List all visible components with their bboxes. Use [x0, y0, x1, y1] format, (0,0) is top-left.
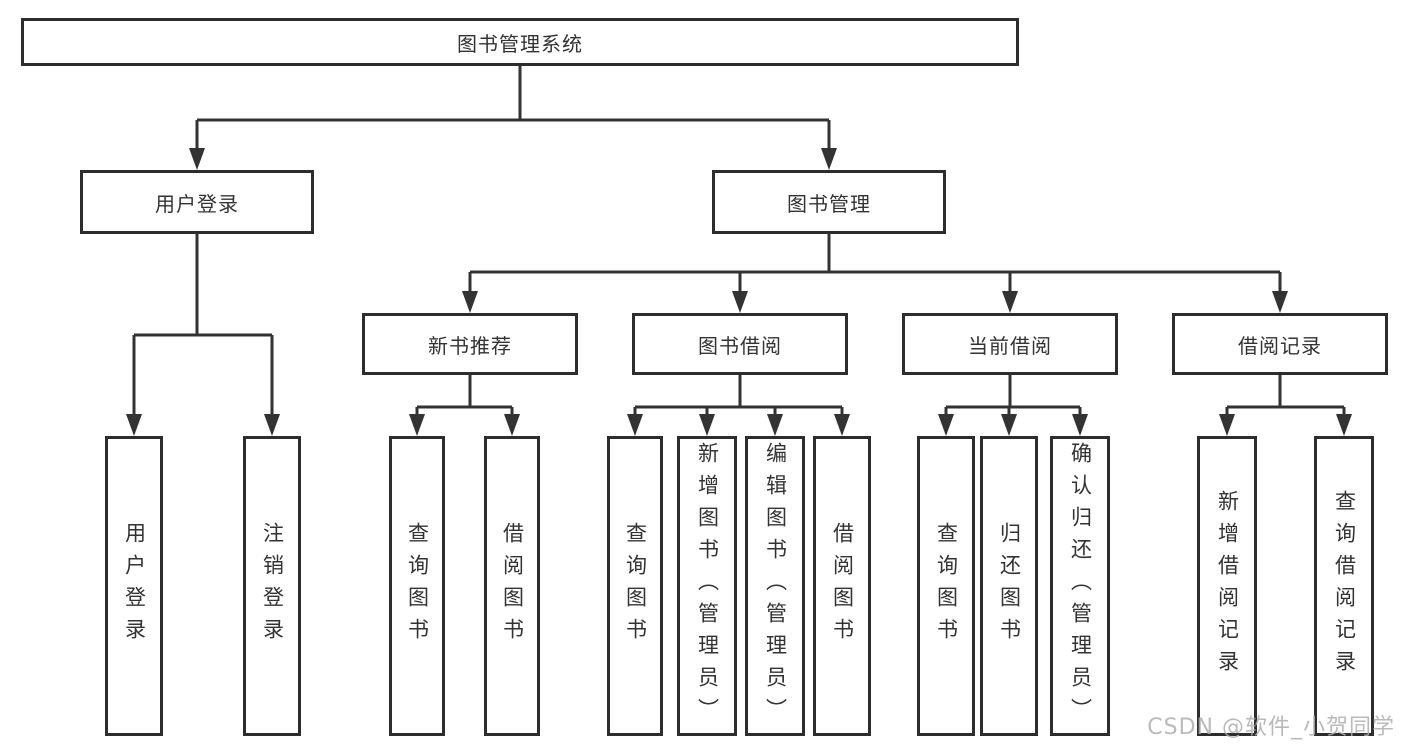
leaf-query-borrow-record: 查询借阅记录 — [1314, 436, 1374, 736]
node-user-login: 用户登录 — [80, 170, 314, 234]
node-current-borrowing: 当前借阅 — [902, 313, 1118, 375]
leaf-borrow-books: 借阅图书 — [813, 436, 871, 736]
leaf-label: 用户登录 — [122, 522, 147, 650]
arrow-icon — [627, 414, 643, 436]
node-book-management: 图书管理 — [712, 170, 946, 234]
arrow-icon — [1002, 291, 1018, 313]
arrow-icon — [834, 414, 850, 436]
leaf-label: 新增图书（管理员） — [695, 442, 720, 730]
arrow-icon — [732, 291, 748, 313]
arrow-icon — [1072, 414, 1088, 436]
leaf-label: 查询图书 — [405, 522, 430, 650]
leaf-return-book: 归还图书 — [980, 436, 1038, 736]
arrow-icon — [767, 414, 783, 436]
arrow-icon — [821, 148, 837, 170]
arrow-icon — [1336, 414, 1352, 436]
leaf-label: 注销登录 — [260, 522, 285, 650]
leaf-label: 查询图书 — [623, 522, 648, 650]
leaf-label: 借阅图书 — [500, 522, 525, 650]
leaf-label: 确认归还（管理员） — [1068, 442, 1093, 730]
leaf-edit-book-admin: 编辑图书（管理员） — [745, 436, 805, 736]
leaf-label: 编辑图书（管理员） — [763, 442, 788, 730]
arrow-icon — [462, 291, 478, 313]
arrow-icon — [264, 414, 280, 436]
leaf-query-books-recommend: 查询图书 — [389, 436, 445, 736]
leaf-user-login: 用户登录 — [105, 436, 163, 736]
arrow-icon — [1272, 291, 1288, 313]
leaf-label: 归还图书 — [997, 522, 1022, 650]
arrow-icon — [504, 414, 520, 436]
arrow-icon — [126, 414, 142, 436]
arrow-icon — [409, 414, 425, 436]
arrow-icon — [938, 414, 954, 436]
arrow-icon — [1001, 414, 1017, 436]
leaf-logout: 注销登录 — [243, 436, 301, 736]
leaf-query-books-borrow: 查询图书 — [607, 436, 663, 736]
node-borrowing-records: 借阅记录 — [1172, 313, 1388, 375]
node-new-book-recommend: 新书推荐 — [362, 313, 578, 375]
leaf-add-borrow-record: 新增借阅记录 — [1197, 436, 1257, 736]
leaf-label: 借阅图书 — [830, 522, 855, 650]
arrow-icon — [699, 414, 715, 436]
leaf-label: 新增借阅记录 — [1215, 490, 1240, 682]
arrow-icon — [1219, 414, 1235, 436]
arrow-icon — [189, 148, 205, 170]
leaf-label: 查询图书 — [934, 522, 959, 650]
csdn-watermark: CSDN @软件_小贺同学 — [1147, 715, 1395, 740]
leaf-label: 查询借阅记录 — [1332, 490, 1357, 682]
leaf-confirm-return-admin: 确认归还（管理员） — [1050, 436, 1110, 736]
leaf-borrow-books-recommend: 借阅图书 — [484, 436, 540, 736]
node-system-root: 图书管理系统 — [21, 18, 1019, 66]
leaf-add-book-admin: 新增图书（管理员） — [677, 436, 737, 736]
node-book-borrowing: 图书借阅 — [632, 313, 848, 375]
arrowheads — [126, 148, 1352, 436]
connector-lines — [132, 66, 1346, 416]
leaf-query-books-current: 查询图书 — [917, 436, 975, 736]
